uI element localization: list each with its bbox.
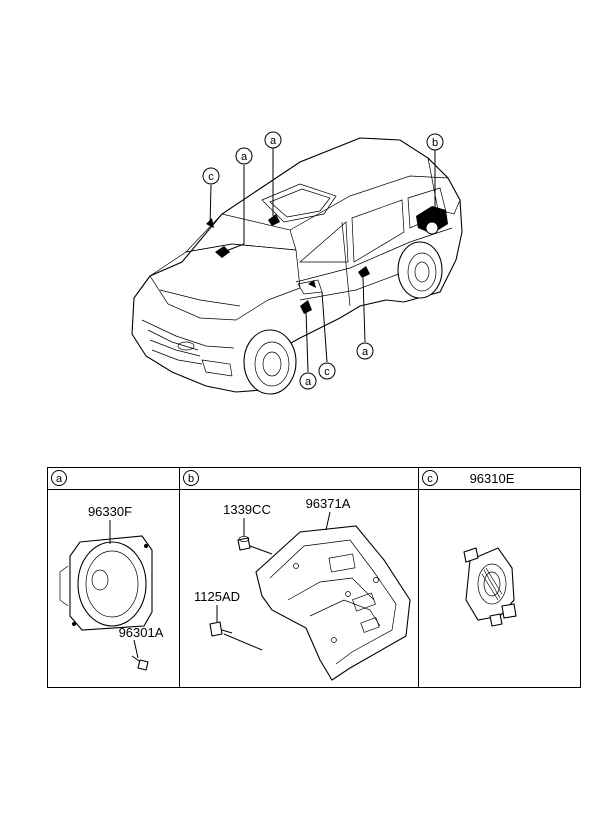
callout-a-roof: a	[264, 131, 282, 149]
svg-text:a: a	[270, 135, 277, 147]
vehicle-illustration	[131, 137, 463, 395]
part-label-96371A: 96371A	[306, 496, 351, 511]
svg-text:a: a	[241, 151, 248, 163]
svg-text:a: a	[56, 473, 63, 485]
amplifier-bracket	[255, 525, 411, 681]
callout-c-mirror: c	[318, 362, 336, 380]
svg-text:b: b	[432, 137, 438, 149]
table-header-c: c	[422, 470, 438, 486]
svg-text:c: c	[208, 171, 214, 183]
callout-a-hood: a	[235, 147, 253, 165]
callout-a-front-door: a	[299, 372, 317, 390]
speaker-screw	[131, 655, 149, 671]
part-label-96330F: 96330F	[88, 504, 132, 519]
speaker-illustration	[59, 535, 153, 631]
part-label-96301A: 96301A	[119, 625, 164, 640]
callout-a-rear-door: a	[356, 342, 374, 360]
svg-text:c: c	[324, 366, 330, 378]
table-header-a: a	[51, 470, 67, 486]
roof-speaker-mark	[268, 214, 280, 226]
rear-door-speaker-mark	[358, 266, 370, 278]
amplifier-mark	[416, 206, 448, 234]
parts-table	[47, 467, 581, 688]
svg-text:a: a	[305, 376, 312, 388]
table-header-b: b	[183, 470, 199, 486]
svg-text:a: a	[362, 346, 369, 358]
bolt-1339CC	[237, 536, 273, 555]
front-door-speaker-mark	[300, 300, 312, 314]
header-c-part-number: 96310E	[470, 471, 515, 486]
part-label-1339CC: 1339CC	[223, 502, 271, 517]
part-label-1125AD: 1125AD	[194, 589, 240, 604]
tweeter-illustration	[463, 547, 517, 627]
svg-text:b: b	[188, 473, 194, 485]
hood-speaker-mark	[215, 246, 230, 258]
bolt-1125AD	[209, 621, 263, 651]
callout-b-rear: b	[426, 133, 444, 151]
svg-text:c: c	[427, 473, 433, 485]
callout-c-left: c	[202, 167, 220, 185]
